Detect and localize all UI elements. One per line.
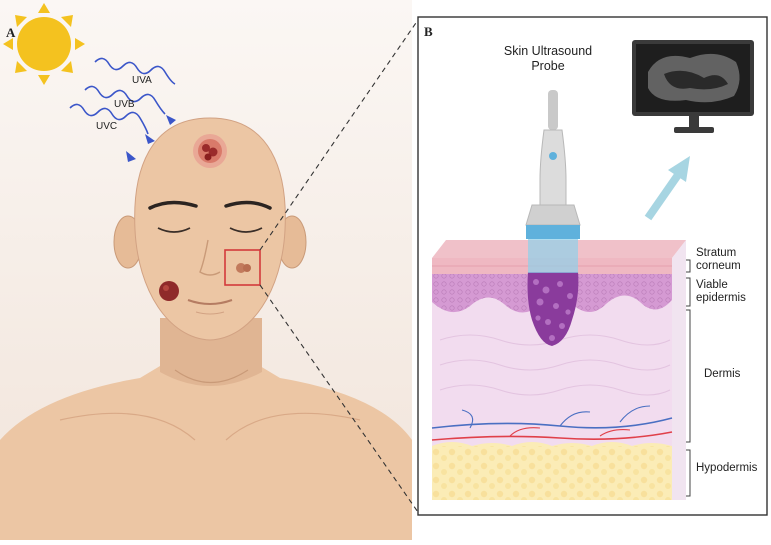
cheek-lesion: [159, 281, 179, 301]
sun-icon: [3, 3, 85, 85]
dermis-label: Dermis: [704, 368, 741, 380]
probe-title-line1: Skin Ultrasound: [503, 44, 593, 58]
neck: [160, 318, 262, 386]
monitor-icon: [632, 40, 754, 133]
uva-label: UVA: [132, 75, 152, 86]
uvb-ray: [84, 85, 166, 115]
right-eyebrow: [224, 200, 272, 210]
probe-transducer: [526, 225, 580, 239]
mouth: [187, 299, 233, 305]
panel-b-letter: B: [424, 24, 433, 39]
stratum-corneum-label-2: corneum: [696, 260, 741, 272]
probe-button-icon: [549, 152, 557, 160]
zoom-line-top: [259, 16, 421, 251]
highlight-box: [224, 249, 261, 286]
left-eyebrow: [148, 200, 198, 210]
panel-a-letter: A: [6, 25, 16, 40]
blood-vessels: [431, 405, 673, 441]
shoulders: [0, 360, 412, 540]
signal-arrow: [644, 156, 690, 221]
zoom-line-bottom: [259, 284, 421, 516]
tumor: [527, 272, 579, 346]
viable-epidermis-label-1: Viable: [696, 279, 728, 291]
uv-rays: [69, 57, 176, 135]
right-eye: [229, 227, 263, 233]
stratum-corneum-label-1: Stratum: [696, 247, 737, 259]
uvc-ray: [69, 103, 149, 135]
nose: [199, 239, 221, 276]
probe-title-line2: Probe: [531, 59, 565, 73]
uvb-label: UVB: [114, 99, 135, 110]
forehead-lesion: [193, 134, 227, 168]
left-eye: [157, 227, 191, 233]
viable-epidermis-label-2: epidermis: [696, 292, 746, 304]
ultrasound-beam: [528, 239, 578, 273]
highlighted-lesion: [236, 263, 246, 273]
layer-brackets: [686, 259, 691, 497]
uv-arrowheads: [126, 115, 176, 162]
hypodermis-label: Hypodermis: [696, 462, 758, 474]
ultrasound-probe: [525, 90, 581, 273]
uva-ray: [94, 57, 176, 85]
uvc-label: UVC: [96, 121, 118, 132]
